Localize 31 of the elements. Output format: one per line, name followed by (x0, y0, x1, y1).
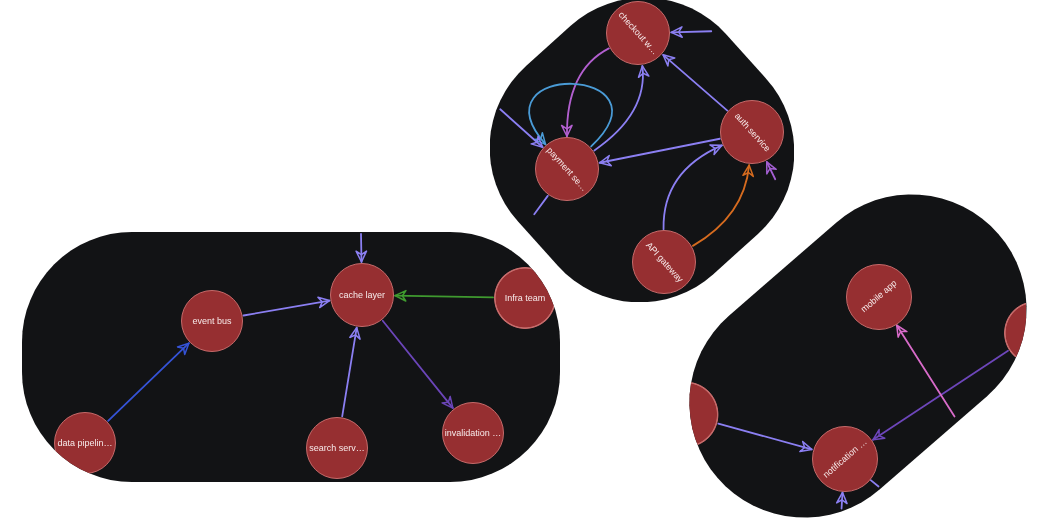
arrow (593, 64, 649, 152)
arrow (691, 164, 754, 247)
arrow (662, 53, 728, 112)
arrow (765, 160, 777, 180)
arrow (836, 492, 849, 510)
arrow (381, 319, 454, 409)
arrow (499, 108, 544, 148)
connector-line (533, 194, 549, 215)
graph-node (720, 100, 784, 164)
graph-node (442, 402, 504, 464)
arrow (341, 326, 361, 418)
arrow (598, 137, 721, 167)
arrow (242, 296, 331, 317)
node-label: Infra team (504, 292, 546, 304)
node-label: cache layer (339, 289, 385, 301)
arrow (528, 82, 613, 148)
arrow (662, 144, 723, 230)
node-label: data pipelin… (57, 437, 113, 449)
graph-node (606, 1, 670, 65)
arrow (107, 342, 190, 422)
graph-node (535, 137, 599, 201)
arrow (670, 25, 712, 38)
node-label: invalidation … (444, 427, 502, 439)
arrow (560, 47, 610, 137)
arrow (896, 324, 956, 418)
node-label: event bus (192, 315, 232, 327)
connector-line (870, 479, 880, 488)
arrow (355, 233, 368, 263)
arrow (717, 423, 814, 453)
arrow (394, 289, 494, 302)
node-label: search serv… (309, 442, 365, 454)
